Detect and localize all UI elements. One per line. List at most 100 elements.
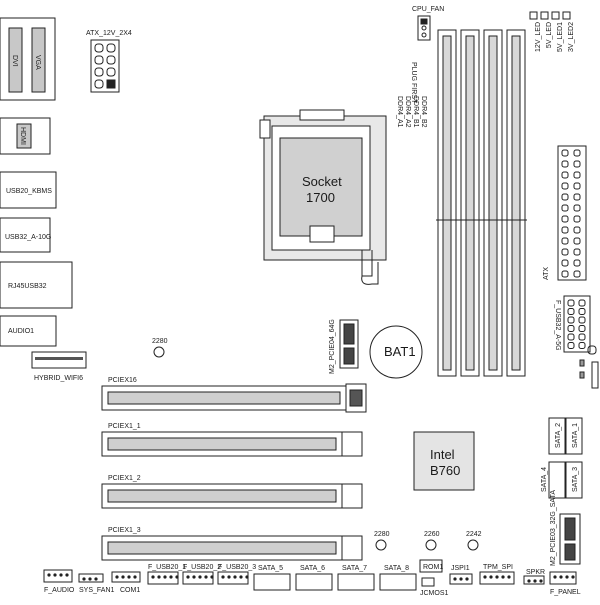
atx-pin bbox=[573, 259, 581, 267]
m2-standoff-2280-top bbox=[153, 346, 165, 358]
header-pin bbox=[53, 573, 57, 577]
rear-io-panel bbox=[0, 17, 87, 369]
usb32-pin bbox=[578, 308, 586, 315]
bat1-label: BAT1 bbox=[384, 344, 416, 359]
atx-pin bbox=[573, 237, 581, 245]
bat1-battery bbox=[369, 325, 423, 379]
pciex1-1-slot bbox=[101, 431, 363, 457]
sata-3-label: SATA_3 bbox=[572, 467, 579, 492]
usb32-pin bbox=[578, 333, 586, 341]
sata-5-label: SATA_5 bbox=[258, 565, 283, 572]
atx-pin bbox=[561, 204, 569, 212]
chipset-label-line2: B760 bbox=[430, 463, 460, 478]
jspi1-header bbox=[449, 573, 473, 585]
m2-pcie-slot-top bbox=[339, 319, 359, 369]
hybrid-wifi-slot bbox=[31, 351, 87, 369]
atx-pin bbox=[573, 160, 581, 168]
tpm-spi-header bbox=[479, 571, 515, 585]
ddr4-a2-label: DDR4_A2 bbox=[404, 96, 411, 128]
ddr4-b2-label: DDR4_B2 bbox=[420, 96, 427, 128]
mh-2260-label: 2260 bbox=[424, 531, 440, 538]
hdmi-label: HDMI bbox=[19, 127, 26, 145]
rj45usb32-block bbox=[0, 261, 73, 309]
sata-2-port bbox=[548, 417, 566, 455]
dimm-slot-b2 bbox=[506, 29, 526, 377]
atx-pin bbox=[573, 171, 581, 179]
sata-1-label: SATA_1 bbox=[572, 423, 579, 448]
hybrid-wifi-label: HYBRID_WIFI6 bbox=[34, 375, 83, 382]
usb32-pin bbox=[567, 325, 575, 332]
ddr4-b1-label: DDR4_B1 bbox=[412, 96, 419, 128]
dvi-port bbox=[8, 27, 23, 93]
atx-pin bbox=[561, 259, 569, 267]
cpu-fan-header bbox=[417, 15, 431, 41]
cpu-socket bbox=[259, 109, 387, 285]
cpu-fan-label: CPU_FAN bbox=[412, 6, 444, 13]
sata-8-label: SATA_8 bbox=[384, 565, 409, 572]
m2-pcie-top-label: M2_PCIE04_64G bbox=[329, 319, 336, 374]
header-pin bbox=[94, 577, 98, 581]
dimm-slot-a1 bbox=[437, 29, 457, 377]
atx-pin bbox=[561, 171, 569, 179]
tpm-spi-label: TPM_SPI bbox=[483, 564, 513, 571]
header-pin bbox=[465, 577, 469, 581]
usb32-pin bbox=[578, 325, 586, 332]
atx-pin bbox=[561, 182, 569, 190]
f-audio-header bbox=[43, 569, 73, 583]
usb20-kbms-block bbox=[0, 171, 57, 209]
atx-pin bbox=[573, 182, 581, 190]
usb32-pin bbox=[567, 308, 575, 315]
atx-12v-label: ATX_12V_2X4 bbox=[86, 30, 132, 37]
pcie-slots bbox=[101, 383, 367, 561]
sata-8-port bbox=[379, 573, 417, 591]
header-pin bbox=[210, 575, 214, 579]
mh-2280-label: 2280 bbox=[374, 531, 390, 538]
sata-5-port bbox=[253, 573, 291, 591]
hdmi-port bbox=[16, 123, 32, 149]
usb32-pin bbox=[567, 333, 575, 341]
sata-4-port bbox=[548, 461, 566, 499]
atx-pin bbox=[561, 193, 569, 201]
dvi-label: DVI bbox=[11, 55, 18, 67]
atx-pin bbox=[573, 226, 581, 234]
sys-fan1-label: SYS_FAN1 bbox=[79, 587, 115, 594]
atx-pin bbox=[573, 149, 581, 157]
sata-6-port bbox=[295, 573, 333, 591]
led-3v-label: 3V_LED2 bbox=[568, 22, 575, 52]
m2-standoff-2242 bbox=[467, 539, 479, 551]
atx-label: ATX bbox=[543, 267, 550, 280]
com1-header bbox=[111, 571, 141, 583]
m2-2280-top-label: 2280 bbox=[152, 338, 168, 345]
header-pin bbox=[151, 575, 155, 579]
header-pin bbox=[169, 575, 173, 579]
sata-4-label: SATA_4 bbox=[541, 467, 548, 492]
header-pin bbox=[204, 575, 208, 579]
header-pin bbox=[453, 577, 457, 581]
sata-6-label: SATA_6 bbox=[300, 565, 325, 572]
header-pin bbox=[175, 575, 179, 579]
header-pin bbox=[539, 579, 543, 583]
header-pin bbox=[553, 575, 557, 579]
usb32-pin bbox=[567, 342, 575, 349]
hdmi-block bbox=[0, 117, 51, 155]
sys-fan1-header bbox=[78, 573, 104, 583]
led-12v-label: 12V_LED bbox=[535, 22, 542, 52]
header-pin bbox=[489, 575, 493, 579]
m2-standoff-2260 bbox=[425, 539, 437, 551]
pciex1-2-label: PCIEX1_2 bbox=[108, 475, 141, 482]
header-pin bbox=[571, 575, 575, 579]
atx-pin bbox=[573, 215, 581, 223]
header-pin bbox=[483, 575, 487, 579]
header-pin bbox=[495, 575, 499, 579]
socket-label-line1: Socket bbox=[302, 174, 342, 189]
vga-port bbox=[31, 27, 46, 93]
ddr4-a1-label: DDR4_A1 bbox=[396, 96, 403, 128]
header-pin bbox=[157, 575, 161, 579]
f-usb20-2-label: F_USB20_2 bbox=[183, 564, 221, 571]
audio1-block bbox=[0, 315, 57, 347]
header-pin bbox=[221, 575, 225, 579]
usb32-pin bbox=[578, 316, 586, 324]
pciex1-1-label: PCIEX1_1 bbox=[108, 423, 141, 430]
header-pin bbox=[239, 575, 243, 579]
